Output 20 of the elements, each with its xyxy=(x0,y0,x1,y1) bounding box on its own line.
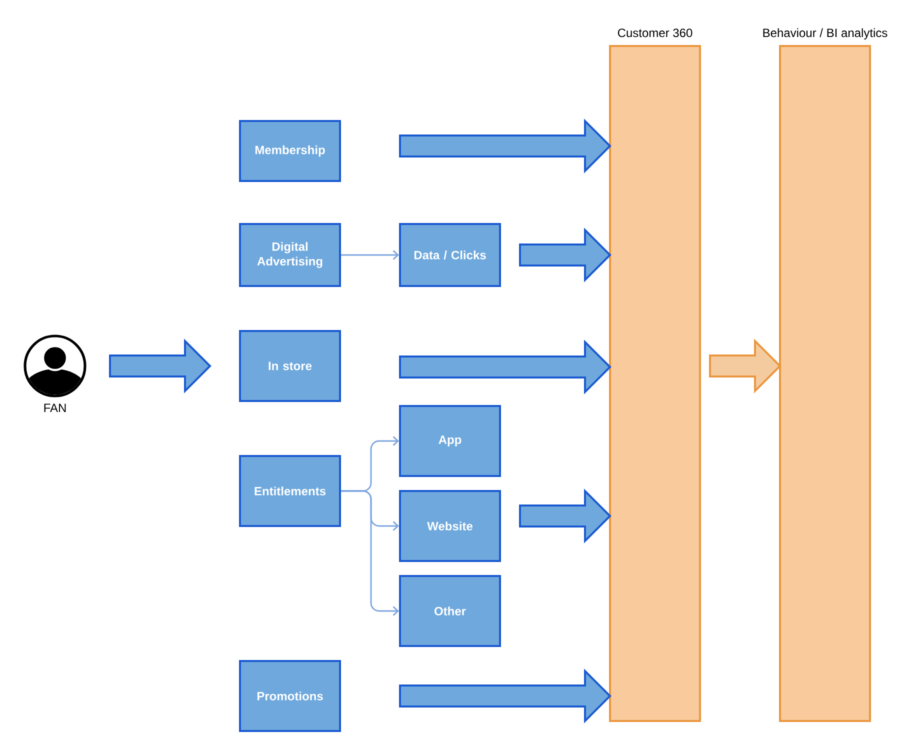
block-arrow xyxy=(399,118,612,174)
block-arrow xyxy=(519,488,612,544)
process-box: Membership xyxy=(239,120,341,182)
process-box: Data / Clicks xyxy=(399,223,501,287)
block-arrow xyxy=(709,338,782,394)
node-label: FAN xyxy=(44,404,66,412)
process-box: Other xyxy=(399,575,501,647)
process-box: Website xyxy=(399,490,501,562)
process-box: Entitlements xyxy=(239,455,341,527)
block-arrow xyxy=(399,340,612,394)
arrow xyxy=(341,250,399,260)
arrow xyxy=(341,490,399,616)
process-box: In store xyxy=(239,330,341,402)
process-box: Digital Advertising xyxy=(239,223,341,287)
band-heading: Customer 360 xyxy=(618,28,692,38)
band-heading: Behaviour / BI analytics xyxy=(763,28,888,40)
block-arrow xyxy=(519,228,612,282)
process-box: Promotions xyxy=(239,660,341,732)
process-box: App xyxy=(399,405,501,477)
block-arrow xyxy=(399,668,612,724)
